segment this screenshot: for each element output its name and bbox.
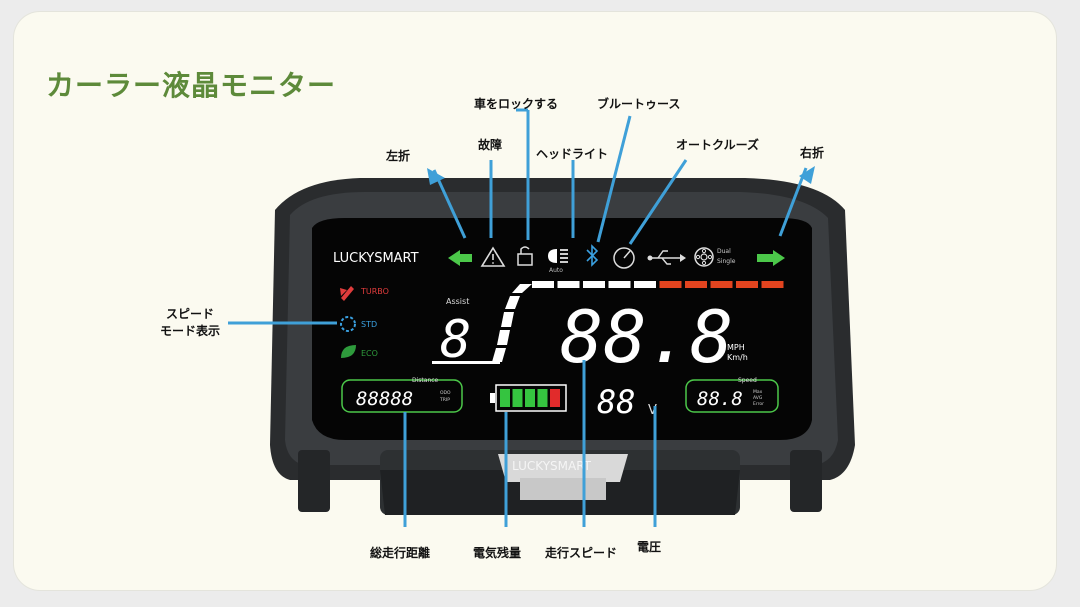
leader-right-turn xyxy=(778,167,808,237)
mode-turbo: TURBO xyxy=(360,287,389,296)
dual-label: Dual xyxy=(717,248,731,255)
speed-bar-segment xyxy=(532,281,554,288)
speed-bar-segment xyxy=(492,348,506,362)
leader-lines xyxy=(228,108,808,527)
cruise-icon xyxy=(613,247,635,269)
right-turn-icon xyxy=(757,250,785,266)
distance-box xyxy=(341,379,463,413)
speed-bar-segment xyxy=(761,281,784,288)
speed-bar-segment xyxy=(634,281,656,288)
battery-gauge xyxy=(490,384,567,412)
label-speed-mode-1: スピード xyxy=(166,307,215,321)
speed-arc-bar xyxy=(432,281,784,364)
label-odometer: 総走行距離 xyxy=(370,546,431,560)
leader-cruise xyxy=(628,159,688,245)
speed-stat-avg: AVG xyxy=(753,395,763,401)
assist-label: Assist xyxy=(446,297,469,306)
leader-bluetooth xyxy=(596,115,632,243)
label-speed-mode-2: モード表示 xyxy=(160,324,221,338)
headlight-icon xyxy=(548,249,568,263)
speed-bar-segment xyxy=(685,281,707,288)
battery-cell xyxy=(525,389,535,407)
speed-bar-segment xyxy=(710,281,733,288)
label-fault: 故障 xyxy=(478,138,503,152)
turbo-icon xyxy=(340,286,354,301)
bezel-brand: LUCKYSMART xyxy=(512,459,592,473)
speed-bar-segment xyxy=(497,330,510,345)
leader-arrowheads xyxy=(427,166,815,185)
brand-logo: LUCKYSMART xyxy=(333,251,419,266)
headlight-auto-label: Auto xyxy=(549,267,563,274)
label-battery: 電気残量 xyxy=(473,546,522,560)
speed-bar-segment xyxy=(608,281,631,288)
speed-stat-label: Speed xyxy=(738,377,757,384)
speed-bar-segment xyxy=(505,296,520,309)
speed-stat-value: 88.8 xyxy=(697,388,743,410)
usb-icon xyxy=(647,250,686,265)
unit-kmh: Km/h xyxy=(727,353,748,362)
label-lock: 車をロックする xyxy=(474,97,559,111)
distance-odo: ODO xyxy=(440,390,451,396)
battery-cell xyxy=(500,389,510,407)
motor-icon xyxy=(694,247,714,267)
speed-value: 88.8 xyxy=(560,295,733,379)
label-left-turn: 左折 xyxy=(386,149,411,163)
label-voltage: 電圧 xyxy=(637,540,662,554)
label-right-turn: 右折 xyxy=(800,146,825,160)
speed-stat-box xyxy=(685,379,779,413)
bluetooth-icon xyxy=(586,244,599,267)
assist-value: 8 xyxy=(440,310,471,370)
battery-cell xyxy=(537,389,548,407)
speed-bar-segment xyxy=(501,312,514,327)
label-headlight: ヘッドライト xyxy=(536,147,609,161)
speed-bar-segment xyxy=(736,281,758,288)
speed-bar-segment xyxy=(512,284,532,293)
left-turn-icon xyxy=(448,250,472,266)
speed-stat-error: Error xyxy=(753,401,764,407)
label-bluetooth: ブルートゥース xyxy=(597,97,681,111)
speed-stat-max: Max xyxy=(753,389,763,395)
speed-bar-segment xyxy=(583,281,605,288)
speed-bar-segment xyxy=(659,281,682,288)
speed-bar-baseline xyxy=(432,361,500,364)
distance-value: 88888 xyxy=(356,388,413,410)
battery-cell xyxy=(550,389,560,407)
single-label: Single xyxy=(717,258,736,265)
unit-mph: MPH xyxy=(727,343,745,352)
leader-left-turn xyxy=(432,169,467,239)
battery-cell xyxy=(512,389,523,407)
label-speed: 走行スピード xyxy=(545,546,618,560)
page-title: カーラー液晶モニター xyxy=(46,69,337,102)
distance-trip: TRIP xyxy=(439,397,450,403)
speed-bar-segment xyxy=(557,281,580,288)
voltage-unit: V xyxy=(648,403,657,418)
distance-label: Distance xyxy=(412,377,439,384)
eco-icon xyxy=(341,345,356,358)
fault-icon xyxy=(480,246,506,267)
mode-eco: ECO xyxy=(361,349,378,358)
voltage-value: 88 xyxy=(597,383,636,421)
lock-icon xyxy=(517,246,533,266)
std-icon xyxy=(340,316,356,332)
label-cruise: オートクルーズ xyxy=(676,138,760,152)
mode-std: STD xyxy=(361,320,377,329)
